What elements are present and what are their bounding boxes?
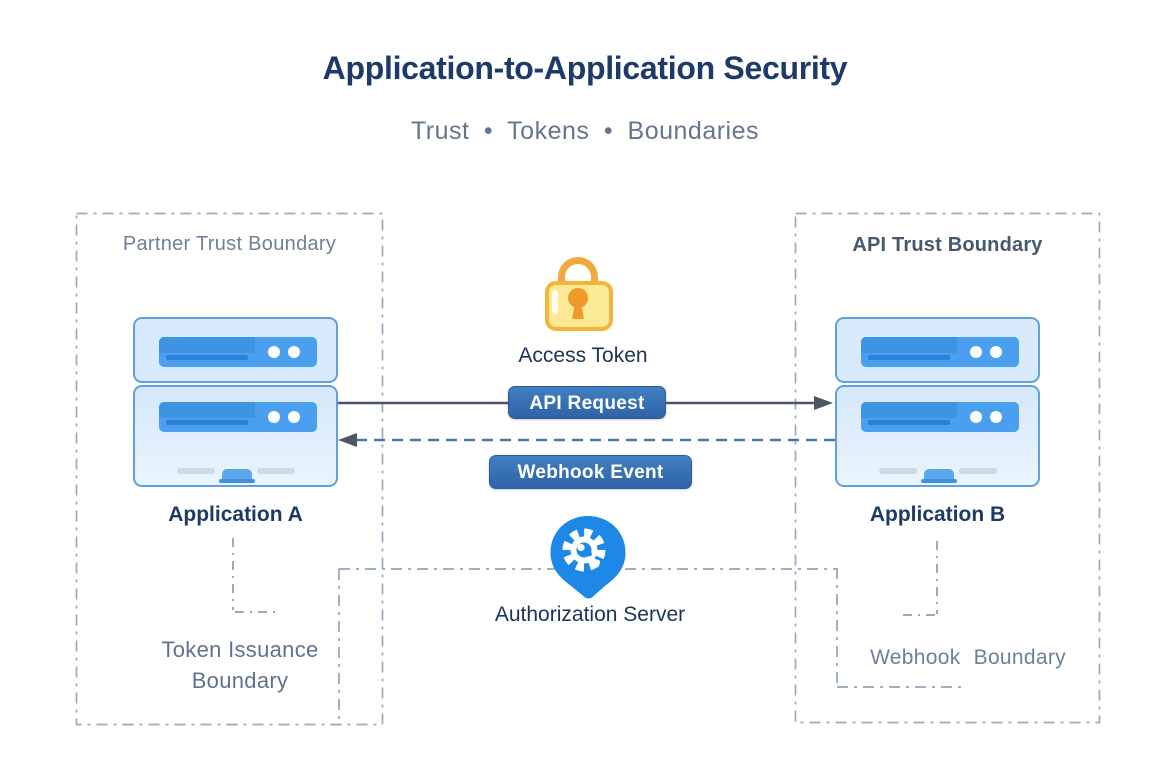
- server-rack-unit: [133, 385, 338, 487]
- application-a-server-icon: [133, 317, 338, 487]
- server-led: [990, 346, 1002, 358]
- server-rack-unit: [835, 385, 1040, 487]
- server-led: [288, 411, 300, 423]
- lock-keyhole: [568, 288, 588, 308]
- server-panel: [861, 402, 1019, 432]
- server-led: [288, 346, 300, 358]
- api-trust-boundary-label: API Trust Boundary: [852, 234, 1043, 256]
- token-issuance-boundary-label: Token Issuance Boundary: [105, 634, 375, 696]
- api-trust-boundary-outline: [794, 212, 1101, 724]
- partner-trust-boundary-label: Partner Trust Boundary: [122, 233, 337, 255]
- server-panel: [861, 337, 1019, 367]
- gear-glyph: [562, 528, 606, 572]
- server-vent: [177, 468, 215, 474]
- server-led: [268, 411, 280, 423]
- page-title: Application-to-Application Security: [322, 50, 848, 86]
- token-issuance-boundary-outline: [338, 568, 837, 723]
- server-tab-base: [921, 479, 957, 483]
- application-b-server-icon: [835, 317, 1040, 487]
- partner-trust-boundary-outline: [75, 212, 384, 726]
- lock-shackle: [558, 257, 598, 301]
- token-issuance-label-line1: Token Issuance: [161, 637, 319, 662]
- app-b-boundary-connector: [903, 541, 938, 616]
- webhook-boundary-outline: [836, 568, 962, 688]
- server-led: [268, 346, 280, 358]
- server-vent: [959, 468, 997, 474]
- server-tab: [222, 469, 252, 479]
- server-vent: [879, 468, 917, 474]
- lock-highlight: [552, 290, 558, 314]
- page-subtitle: Trust • Tokens • Boundaries: [410, 117, 760, 145]
- access-token-label: Access Token: [518, 344, 648, 367]
- server-panel: [159, 337, 317, 367]
- server-rack-unit: [133, 317, 338, 383]
- application-b-label: Application B: [869, 503, 1006, 526]
- server-led: [990, 411, 1002, 423]
- application-a-label: Application A: [168, 503, 303, 526]
- server-vent: [257, 468, 295, 474]
- server-tab-base: [219, 479, 255, 483]
- app-a-boundary-connector: [232, 538, 278, 613]
- authorization-server-label: Authorization Server: [494, 603, 686, 626]
- gear-pin-icon: [550, 516, 626, 599]
- lock-keyhole-stem: [572, 303, 584, 319]
- webhook-event-arrow: [338, 433, 836, 447]
- server-led: [970, 411, 982, 423]
- webhook-event-badge: Webhook Event: [489, 455, 692, 489]
- server-panel: [159, 402, 317, 432]
- token-issuance-label-line2: Boundary: [191, 668, 289, 693]
- server-rack-unit: [835, 317, 1040, 383]
- server-tab: [924, 469, 954, 479]
- server-led: [970, 346, 982, 358]
- api-request-badge: API Request: [508, 386, 666, 419]
- webhook-boundary-label: Webhook Boundary: [870, 646, 1066, 669]
